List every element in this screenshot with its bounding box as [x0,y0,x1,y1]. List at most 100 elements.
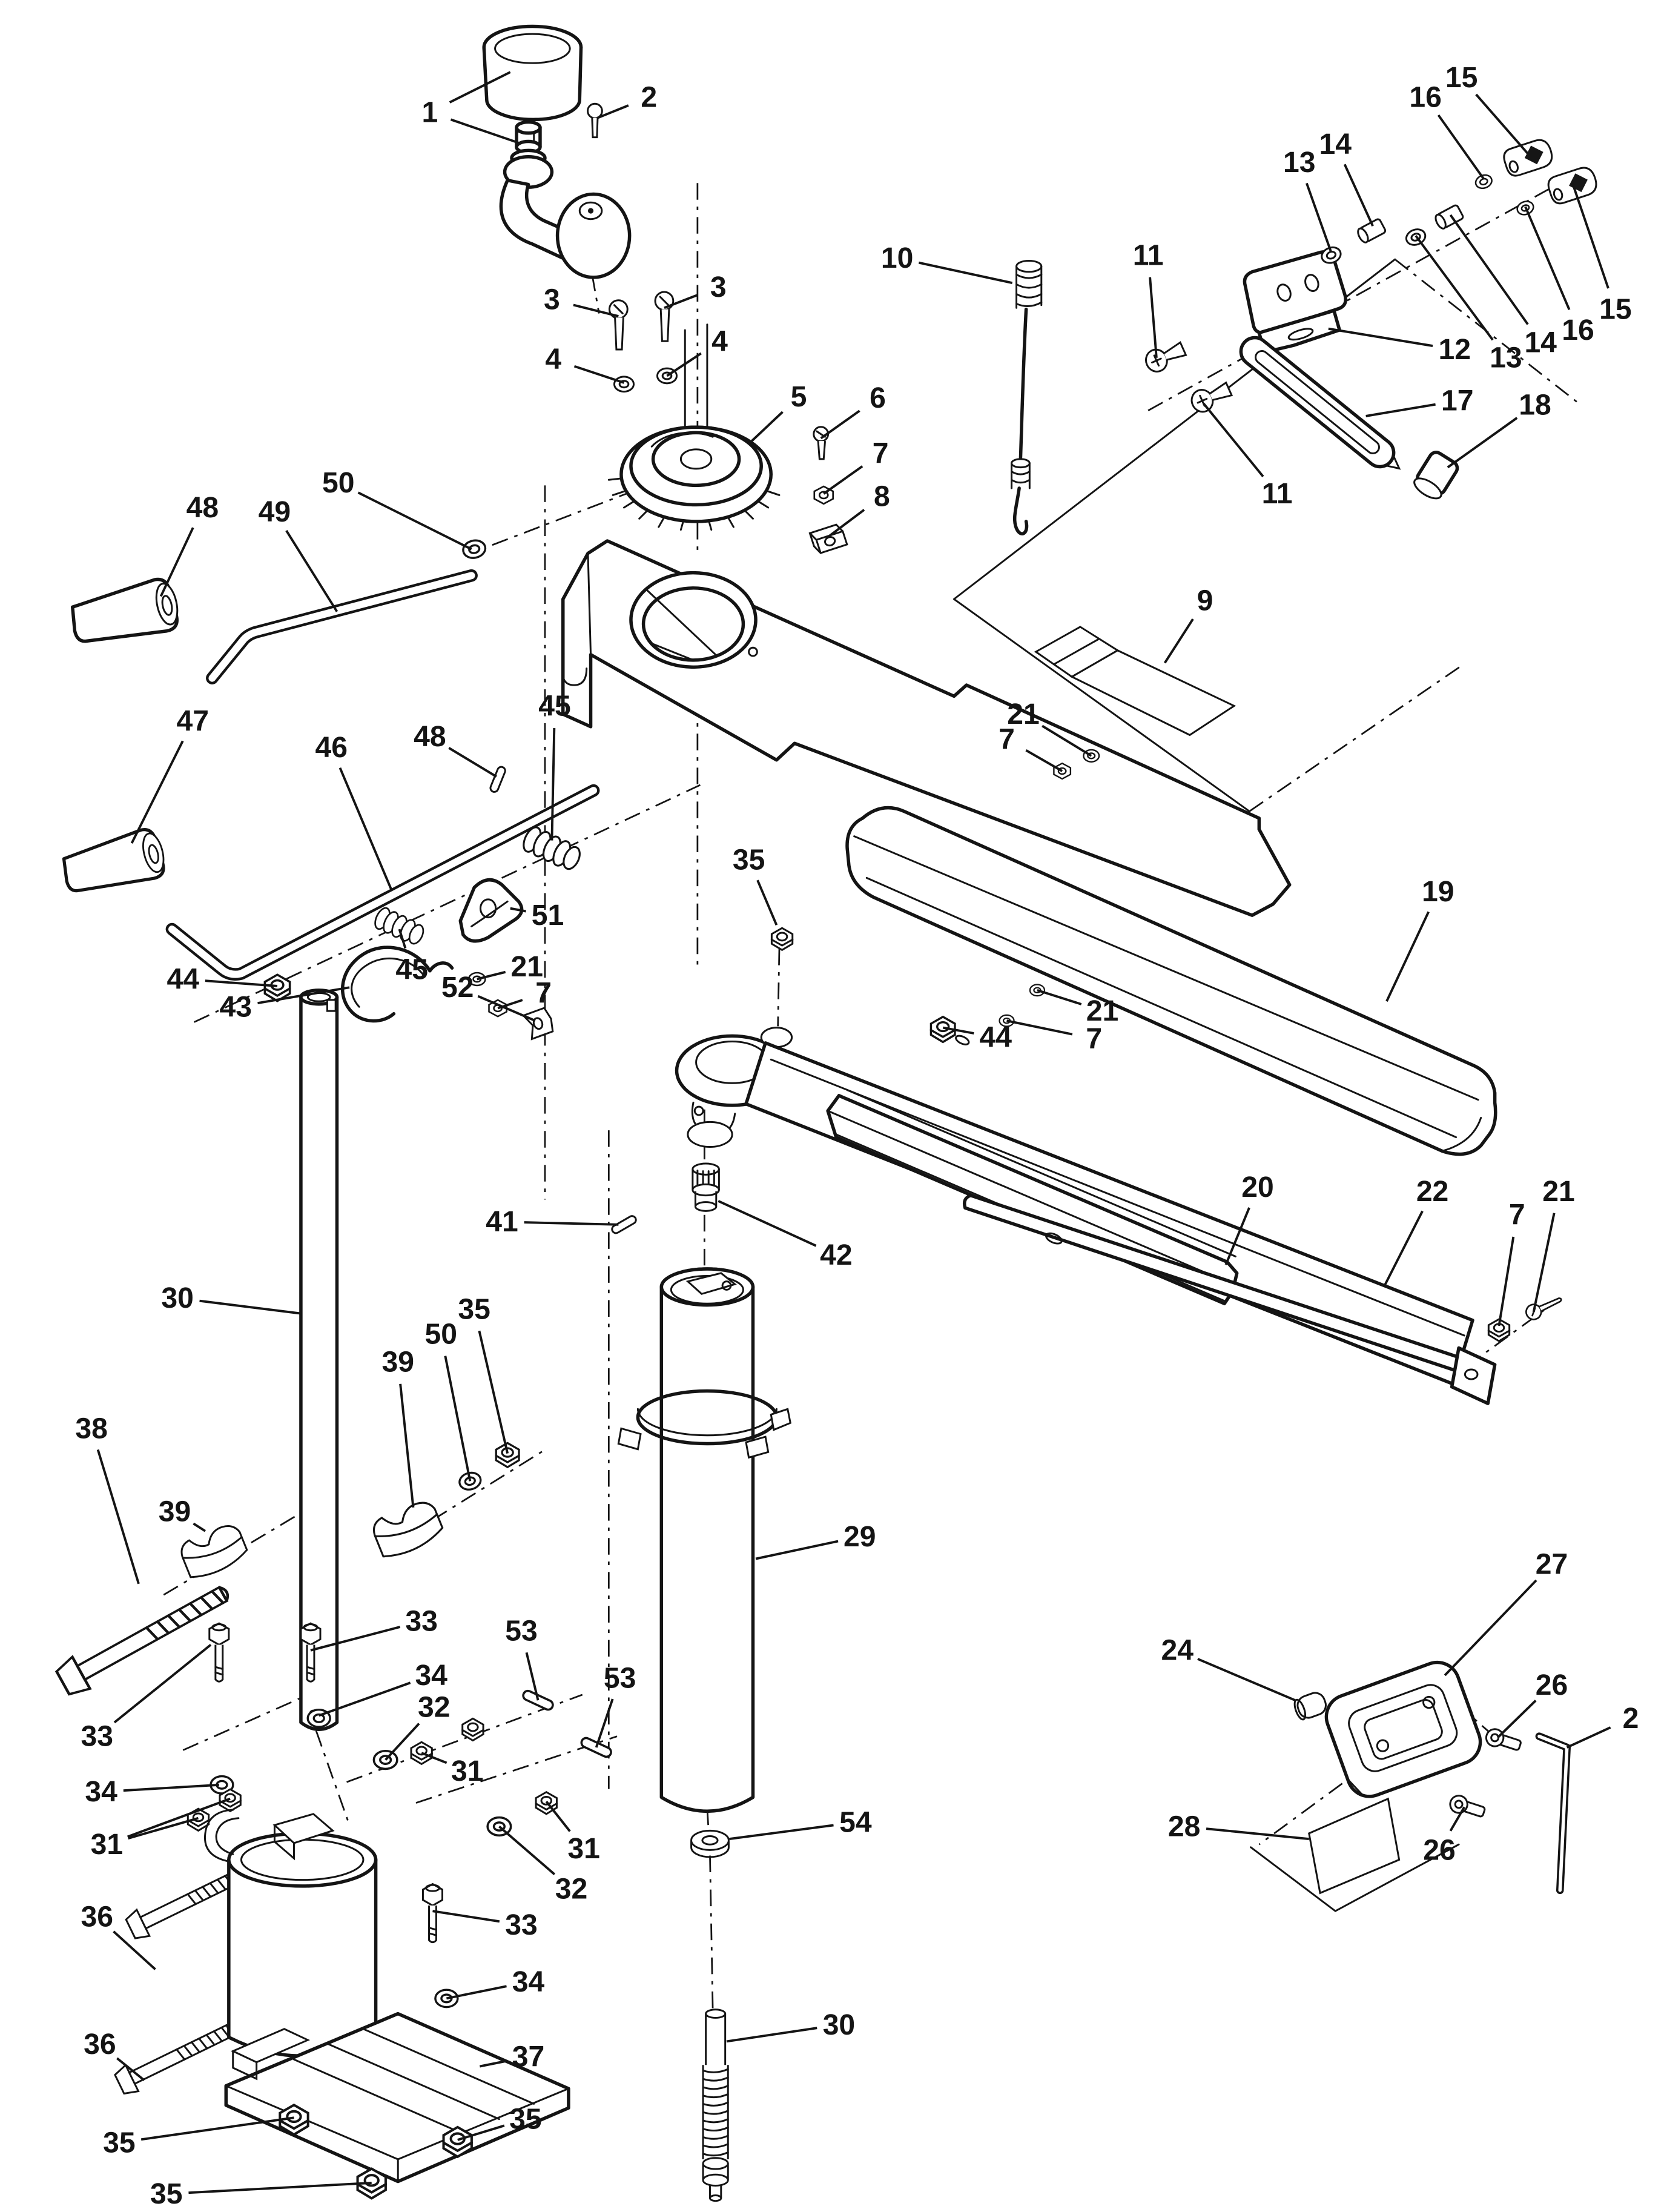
callout-48: 48 [414,720,446,753]
callout-39: 39 [159,1495,191,1528]
slide-bar-17 [1239,336,1401,470]
handle-grips [59,537,600,1041]
callout-45: 45 [538,689,570,722]
callout-45: 45 [395,953,428,985]
leader-line [479,2059,507,2068]
callout-47: 47 [177,705,209,738]
leader-line [755,1540,839,1560]
crank-screw [587,102,603,139]
callout-54: 54 [839,1806,872,1839]
leader-line [205,979,278,987]
saddle-clamp-39b [368,1497,447,1562]
leader-line [1437,114,1485,180]
leader-line [319,1681,411,1717]
callout-34: 34 [85,1775,117,1808]
callout-3: 3 [710,271,727,303]
callout-13: 13 [1490,342,1522,374]
callout-10: 10 [881,242,913,274]
pump-cylinder [203,1809,378,2058]
bushing-42 [692,1162,720,1212]
callout-53: 53 [604,1661,636,1694]
callout-34: 34 [512,1965,545,1998]
callout-13: 13 [1283,146,1315,179]
callout-7: 7 [1086,1022,1102,1055]
callout-30: 30 [161,1282,193,1314]
callout-26: 26 [1423,1833,1455,1866]
leader-line [1328,327,1433,347]
hex-key-2 [1535,1732,1571,1895]
callout-36: 36 [81,1900,113,1933]
leader-line [918,261,1013,284]
leader-line [357,491,472,551]
callout-11: 11 [1133,239,1164,271]
callout-7: 7 [999,723,1015,755]
leader-line [159,527,194,597]
leader-line [127,1797,231,1838]
callout-31: 31 [91,1828,123,1861]
dial-screws [608,291,678,393]
clip-52 [521,1007,554,1041]
callout-44: 44 [979,1021,1012,1054]
end-cap-27 [1324,1660,1482,1798]
callout-36: 36 [84,2028,116,2061]
leader-line [1203,403,1264,477]
leader-line [1149,277,1158,358]
leader-line [666,352,702,377]
callout-18: 18 [1519,389,1551,422]
leader-line [113,1644,212,1724]
elevation-cylinder [617,1267,791,1813]
leader-line [385,1723,420,1761]
callout-37: 37 [512,2041,544,2073]
leader-line [1206,1827,1309,1841]
leader-line [478,1330,509,1454]
callout-7: 7 [1509,1199,1525,1231]
callout-22: 22 [1416,1175,1448,1208]
callout-16: 16 [1409,81,1441,113]
callout-33: 33 [505,1909,537,1941]
leader-line [748,411,784,445]
callout-15: 15 [1599,293,1631,326]
column-tube [299,988,339,1731]
callout-46: 46 [315,731,348,764]
leader-line [1447,417,1518,469]
leader-line [1025,749,1063,772]
washer-54 [690,1829,730,1858]
square-clip-nut [808,523,848,554]
callout-21: 21 [1007,698,1039,730]
callout-53: 53 [505,1615,537,1647]
leader-line [718,1200,817,1247]
callout-42: 42 [820,1239,852,1271]
callout-6: 6 [870,382,886,414]
leader-line [188,2181,372,2194]
leader-line [257,986,350,1005]
leader-line [199,1299,300,1315]
callout-4: 4 [545,343,561,376]
leader-line [1444,1579,1537,1677]
callout-14: 14 [1524,326,1557,359]
leader-line [729,1824,834,1841]
hook-clip-43 [340,945,454,1023]
upper-arm [561,539,1292,917]
leader-line [96,1449,140,1584]
roller-14a [1357,218,1387,243]
callout-1: 1 [422,96,438,128]
callout-16: 16 [1562,314,1594,346]
leader-line [449,71,511,104]
label-plate-28 [1308,1797,1401,1895]
leader-line [1566,1726,1611,1749]
leader-line [338,767,392,890]
callout-2: 2 [1623,1702,1639,1735]
callout-20: 20 [1241,1171,1273,1204]
leader-line [1382,1210,1424,1288]
leader-line [128,1816,199,1840]
callout-27: 27 [1536,1548,1568,1581]
leader-line [595,1698,614,1748]
callout-50: 50 [322,466,354,499]
callout-48: 48 [187,491,219,524]
leader-line [1343,164,1374,227]
callout-33: 33 [81,1720,113,1753]
leader-line [664,294,698,310]
leader-line [399,1383,415,1508]
